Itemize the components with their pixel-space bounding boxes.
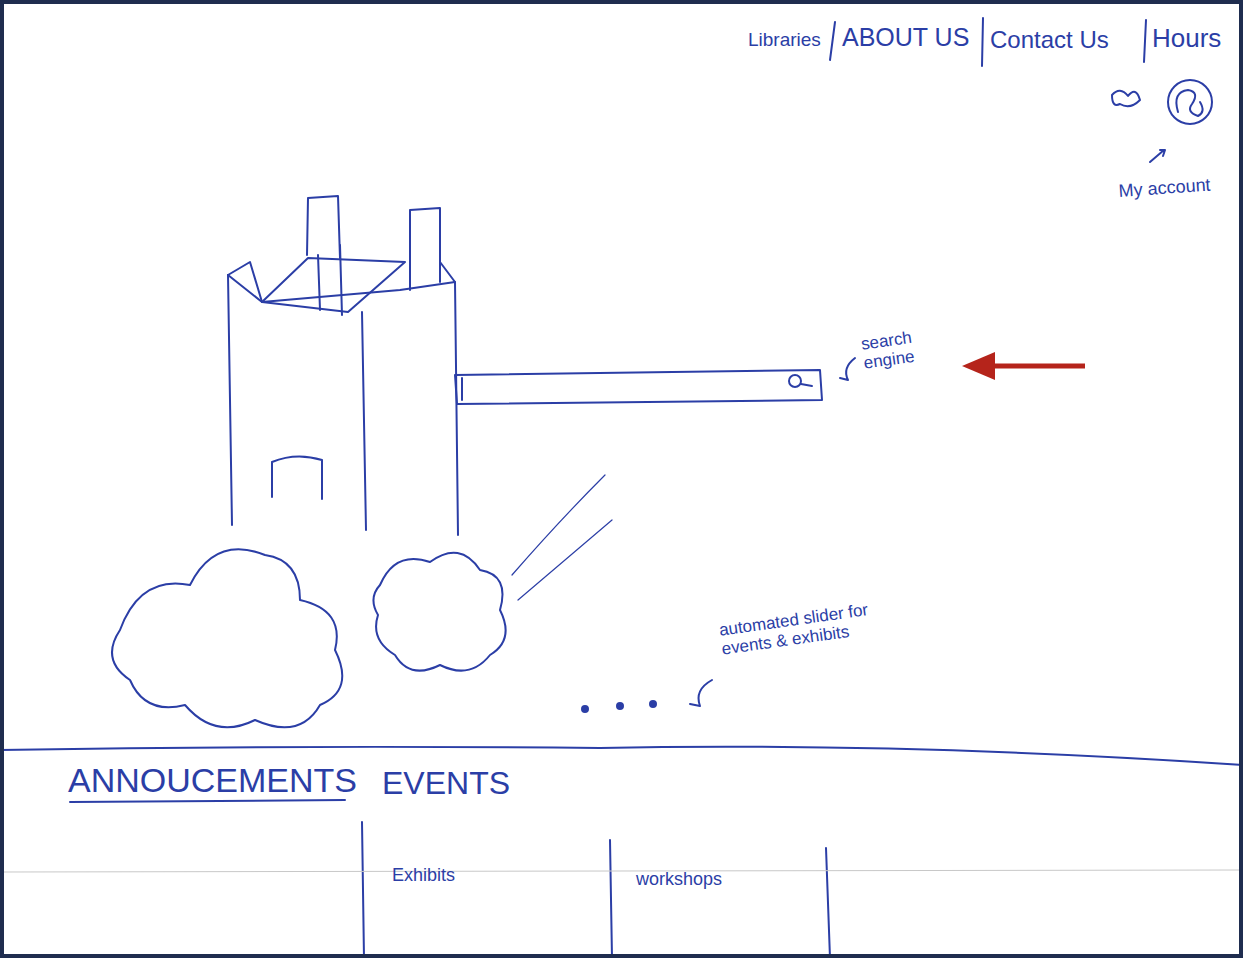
slider-dot (582, 706, 588, 712)
nav-link: Contact Us (990, 27, 1109, 53)
section-tab: EVENTS (382, 766, 510, 801)
red-pointer-arrow (962, 352, 1085, 380)
tower-illustration (228, 196, 458, 535)
annotation-note: automated slider for events & exhibits (718, 598, 892, 659)
nav-link: ABOUT US (842, 24, 969, 52)
nav-separator (1144, 20, 1146, 62)
guide-line (0, 870, 1243, 872)
annotation-note: search engine (860, 327, 929, 373)
slider-dot (617, 703, 623, 709)
slider-dot (650, 701, 656, 707)
column-line (826, 848, 830, 958)
leader-curl (840, 358, 855, 380)
nav-separator (830, 22, 835, 60)
nav-link: Hours (1152, 24, 1221, 53)
leader-curl (690, 680, 712, 706)
column-line (610, 840, 612, 958)
section-tab: ANNOUCEMENTS (68, 762, 357, 799)
account-label: My account (1118, 176, 1211, 202)
account-glyph (1176, 90, 1202, 116)
nav-separator (982, 18, 983, 66)
bush (112, 549, 342, 727)
column-heading: workshops (636, 870, 722, 890)
nav-link: Libraries (748, 30, 821, 51)
account-icon (1168, 80, 1212, 124)
search-icon (789, 375, 801, 387)
column-heading: Exhibits (392, 866, 455, 886)
column-line (362, 822, 364, 958)
motion-lines (512, 475, 612, 600)
search-icon-handle (801, 384, 812, 386)
search-bar (455, 370, 822, 404)
scribble (1112, 91, 1140, 107)
leader-arrow (1150, 150, 1165, 162)
bush (373, 553, 505, 671)
tab-underline (70, 800, 345, 802)
search-bar-edge (461, 378, 463, 400)
